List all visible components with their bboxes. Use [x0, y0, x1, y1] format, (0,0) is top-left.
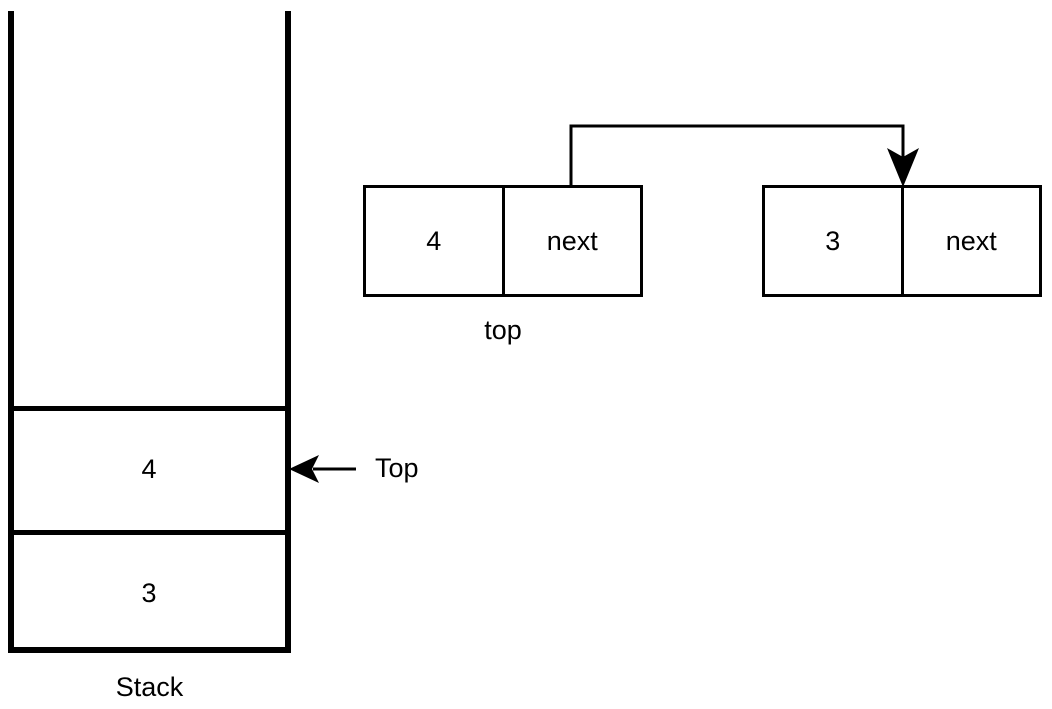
top-pointer-arrow-icon — [286, 449, 361, 489]
stack-cell-value: 3 — [141, 577, 157, 608]
node-top-label: top — [484, 315, 522, 345]
node-next-cell: next — [505, 188, 641, 294]
node-next-label: next — [945, 225, 997, 256]
node-data-cell: 3 — [765, 188, 904, 294]
stack-cell: 4 — [13, 406, 285, 530]
node-next-cell: next — [904, 188, 1040, 294]
stack-figure: 4 3 Stack — [0, 0, 320, 709]
stack-floor — [8, 647, 291, 653]
stack-cell-value: 4 — [141, 454, 157, 484]
top-pointer-label: Top — [375, 453, 419, 483]
node-data-value: 3 — [825, 225, 841, 256]
node-data-value: 4 — [426, 225, 442, 256]
node-next-label: next — [546, 225, 598, 256]
stack-caption: Stack — [115, 672, 184, 702]
stack-left-wall — [8, 11, 14, 653]
list-node: 4 next — [363, 185, 643, 297]
node-data-cell: 4 — [366, 188, 505, 294]
next-pointer-connector-icon — [555, 115, 925, 200]
list-node: 3 next — [762, 185, 1042, 297]
stack-cell: 3 — [13, 530, 285, 653]
stack-right-wall — [285, 11, 291, 653]
